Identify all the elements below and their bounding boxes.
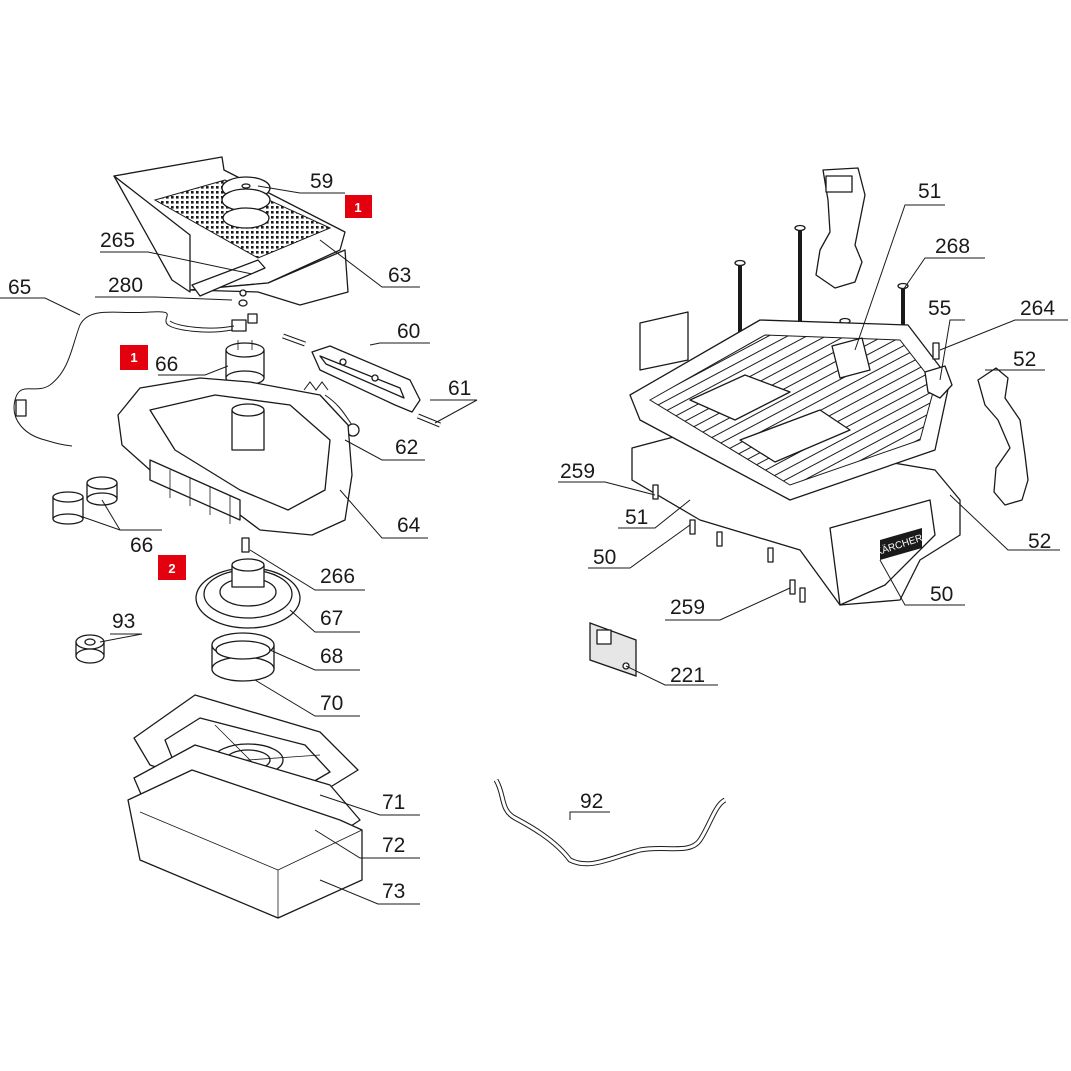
label-62: 62 <box>395 436 418 459</box>
part-labels: 59 265 63 280 65 60 66 61 62 64 66 266 6… <box>8 170 1055 903</box>
marker-2: 2 <box>158 555 186 580</box>
label-66-lower: 66 <box>130 534 153 557</box>
label-259-top: 259 <box>560 460 595 483</box>
label-72: 72 <box>382 834 405 857</box>
part-plate <box>639 311 689 371</box>
part-68-ring <box>211 632 275 682</box>
label-265: 265 <box>100 229 135 252</box>
label-221: 221 <box>670 664 705 687</box>
label-64: 64 <box>397 514 421 537</box>
marker-1-middle: 1 <box>120 345 148 370</box>
part-65-cable <box>13 311 235 447</box>
part-221-label <box>589 622 637 677</box>
part-265-clip <box>191 259 266 297</box>
label-280: 280 <box>108 274 143 297</box>
label-55: 55 <box>928 297 951 320</box>
label-71: 71 <box>382 791 405 814</box>
label-68: 68 <box>320 645 343 668</box>
part-50-housing <box>631 429 961 606</box>
part-66-motor-lower-a <box>52 491 84 525</box>
svg-text:2: 2 <box>168 561 175 576</box>
label-59: 59 <box>310 170 333 193</box>
label-268: 268 <box>935 235 970 258</box>
svg-text:1: 1 <box>130 350 137 365</box>
label-70: 70 <box>320 692 343 715</box>
label-51-top: 51 <box>918 180 941 203</box>
part-55-clip <box>924 365 953 399</box>
part-259-screws <box>652 484 806 603</box>
label-93: 93 <box>112 610 135 633</box>
part-60-bracket <box>311 345 421 413</box>
label-60: 60 <box>397 320 420 343</box>
part-66-motor-lower-b <box>86 476 118 506</box>
label-92: 92 <box>580 790 603 813</box>
part-61-pin <box>417 413 441 428</box>
svg-text:1: 1 <box>354 200 361 215</box>
label-66-upper: 66 <box>155 353 178 376</box>
part-92-hose <box>493 778 727 867</box>
label-61: 61 <box>448 377 471 400</box>
part-93-plug <box>75 634 105 664</box>
part-280-small-parts <box>231 289 258 332</box>
part-264-screw <box>932 342 940 360</box>
label-264: 264 <box>1020 297 1055 320</box>
marker-1-top: 1 <box>345 195 372 218</box>
label-67: 67 <box>320 607 343 630</box>
label-259-bottom: 259 <box>670 596 705 619</box>
label-266: 266 <box>320 565 355 588</box>
leader-lines <box>0 185 1068 905</box>
label-63: 63 <box>388 264 411 287</box>
label-73: 73 <box>382 880 405 903</box>
part-pin-upper <box>282 333 306 347</box>
label-50-left: 50 <box>593 546 616 569</box>
part-51-platform <box>629 319 951 501</box>
part-52-handle-side <box>977 367 1029 506</box>
part-73-filter-box <box>127 769 363 919</box>
part-handle-top <box>815 167 866 289</box>
label-50-right: 50 <box>930 583 953 606</box>
label-52-bottom: 52 <box>1028 530 1051 553</box>
part-66-motor-upper <box>225 340 265 386</box>
part-266-screw <box>241 537 250 553</box>
label-65: 65 <box>8 276 31 299</box>
label-51-bottom: 51 <box>625 506 648 529</box>
part-67-impeller <box>195 558 301 629</box>
label-52-top: 52 <box>1013 348 1036 371</box>
part-64-housing <box>117 377 353 536</box>
part-59-filter-ring <box>221 176 271 229</box>
